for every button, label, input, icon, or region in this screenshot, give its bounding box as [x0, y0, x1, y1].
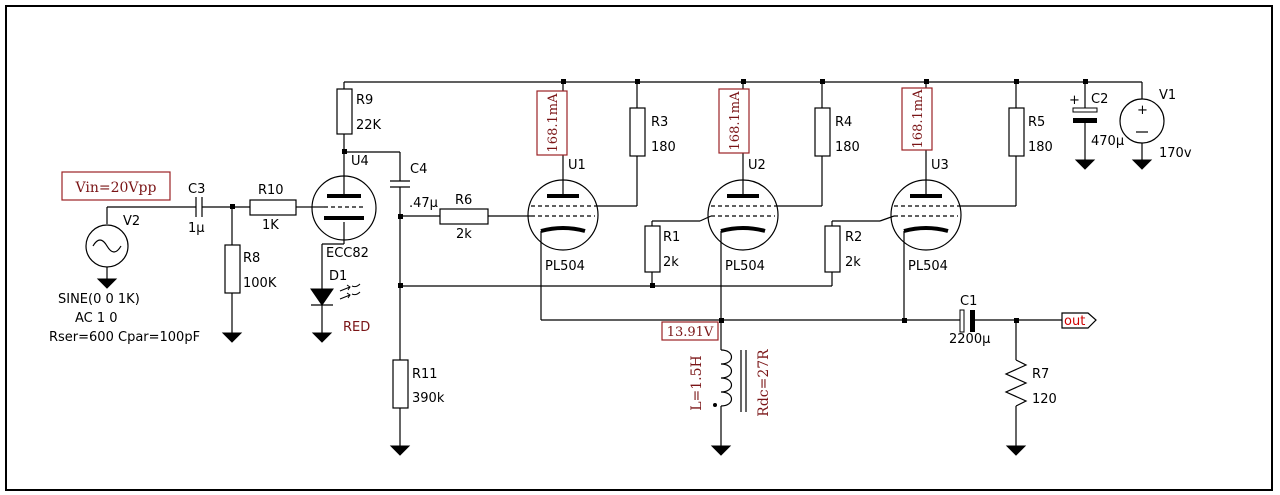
resistor-r7[interactable]: R7 120: [1004, 320, 1057, 456]
current-annotation-u1: 168.1mA: [536, 90, 568, 156]
c1-value: 2200µ: [949, 332, 990, 347]
resistor-r4[interactable]: R4 180: [814, 82, 860, 206]
resistor-r9[interactable]: R9 22K: [336, 82, 382, 166]
u2-model: PL504: [725, 259, 765, 274]
inductor-choke[interactable]: L=1.5H Rdc=27R: [689, 349, 772, 456]
capacitor-c2[interactable]: + C2 470µ: [1069, 82, 1124, 170]
v2-spec-line2: AC 1 0: [75, 311, 118, 326]
source-v1[interactable]: + V1 170v: [1119, 82, 1192, 170]
r2-ref: R2: [845, 230, 862, 245]
ground-r7: [1006, 445, 1026, 456]
r10-ref: R10: [258, 183, 284, 198]
resistor-r5[interactable]: R5 180: [1008, 82, 1053, 206]
resistor-r2[interactable]: R2 2k: [824, 220, 880, 286]
current-u1-label: 168.1mA: [546, 93, 561, 153]
output-label: out: [1064, 314, 1085, 329]
resistor-r10[interactable]: R10 1K: [249, 183, 312, 233]
c1-ref: C1: [960, 294, 977, 309]
r7-value: 120: [1032, 392, 1057, 407]
resistor-r6[interactable]: R6 2k: [439, 193, 520, 242]
rdc-label: Rdc=27R: [756, 349, 772, 417]
d1-ref: D1: [329, 269, 347, 284]
svg-text:+: +: [1069, 93, 1080, 108]
c3-value: 1µ: [188, 221, 205, 236]
r11-ref: R11: [412, 367, 438, 382]
vin-label: Vin=20Vpp: [75, 180, 157, 196]
ground-v1: [1132, 159, 1152, 170]
c2-ref: C2: [1091, 92, 1108, 107]
ground-r11: [390, 445, 410, 456]
r1-value: 2k: [663, 255, 679, 270]
ground-d1: [312, 332, 332, 343]
v1-ref: V1: [1159, 88, 1176, 103]
light-rays-icon: [339, 284, 351, 300]
r8-ref: R8: [243, 251, 260, 266]
schematic-frame: [5, 5, 1273, 491]
resistor-r1[interactable]: R1 2k: [644, 220, 700, 286]
u1-ref: U1: [568, 158, 586, 173]
node-voltage-label: 13.91V: [667, 325, 714, 340]
v2-ref: V2: [123, 214, 140, 229]
r10-value: 1K: [262, 218, 279, 233]
tube-u1[interactable]: U1 PL504: [520, 82, 637, 320]
source-v2[interactable]: V2 SINE(0 0 1K) AC 1 0 Rser=600 Cpar=100…: [49, 206, 200, 345]
current-annotation-u2: 168.1mA: [718, 88, 750, 154]
resistor-r8[interactable]: R8 100K: [222, 207, 277, 343]
capacitor-c4[interactable]: C4 .47µ: [390, 162, 438, 216]
r9-ref: R9: [356, 93, 373, 108]
r6-value: 2k: [456, 227, 472, 242]
r2-value: 2k: [845, 255, 861, 270]
u4-ref: U4: [351, 154, 369, 169]
ground-inductor: [711, 445, 731, 456]
vin-annotation: Vin=20Vpp: [61, 171, 171, 201]
u3-model: PL504: [908, 259, 948, 274]
led-d1[interactable]: D1 RED: [310, 244, 370, 343]
current-u3-label: 168.1mA: [911, 89, 926, 149]
tube-u2[interactable]: U2 PL504: [699, 82, 822, 350]
resistor-r11[interactable]: R11 390k: [390, 359, 445, 456]
r3-value: 180: [651, 140, 676, 155]
c4-ref: C4: [410, 162, 427, 177]
capacitor-c3[interactable]: C3 1µ: [188, 182, 250, 236]
c3-ref: C3: [188, 182, 205, 197]
r9-value: 22K: [356, 118, 382, 133]
r4-value: 180: [835, 140, 860, 155]
ground-r8: [222, 332, 242, 343]
node-voltage-annotation: 13.91V: [661, 321, 719, 341]
capacitor-c1[interactable]: C1 2200µ: [949, 294, 1062, 347]
inductance-label: L=1.5H: [689, 355, 705, 411]
v2-spec-line3: Rser=600 Cpar=100pF: [49, 330, 200, 345]
current-annotation-u3: 168.1mA: [901, 87, 933, 151]
r11-value: 390k: [412, 391, 445, 406]
u4-model: ECC82: [326, 246, 369, 261]
ground-v2: [97, 278, 117, 289]
u2-ref: U2: [748, 158, 766, 173]
r1-ref: R1: [663, 230, 680, 245]
u3-ref: U3: [931, 158, 949, 173]
u1-model: PL504: [545, 259, 585, 274]
resistor-r3[interactable]: R3 180: [629, 82, 676, 206]
d1-model: RED: [343, 320, 370, 335]
tube-u4[interactable]: U4 ECC82: [311, 154, 377, 261]
r3-ref: R3: [651, 115, 668, 130]
v1-value: 170v: [1159, 146, 1192, 161]
plus-icon: +: [1137, 103, 1148, 118]
current-u2-label: 168.1mA: [728, 91, 743, 151]
r8-value: 100K: [243, 276, 277, 291]
r4-ref: R4: [835, 115, 852, 130]
c2-value: 470µ: [1091, 134, 1124, 149]
c4-value: .47µ: [409, 196, 438, 211]
ground-c2: [1075, 159, 1095, 170]
r6-ref: R6: [455, 193, 472, 208]
r5-ref: R5: [1028, 115, 1045, 130]
r5-value: 180: [1028, 140, 1053, 155]
v2-spec-line1: SINE(0 0 1K): [58, 292, 140, 307]
tube-u3[interactable]: U3 PL504: [879, 82, 1016, 320]
r7-ref: R7: [1032, 367, 1049, 382]
output-port[interactable]: out: [1061, 312, 1097, 329]
